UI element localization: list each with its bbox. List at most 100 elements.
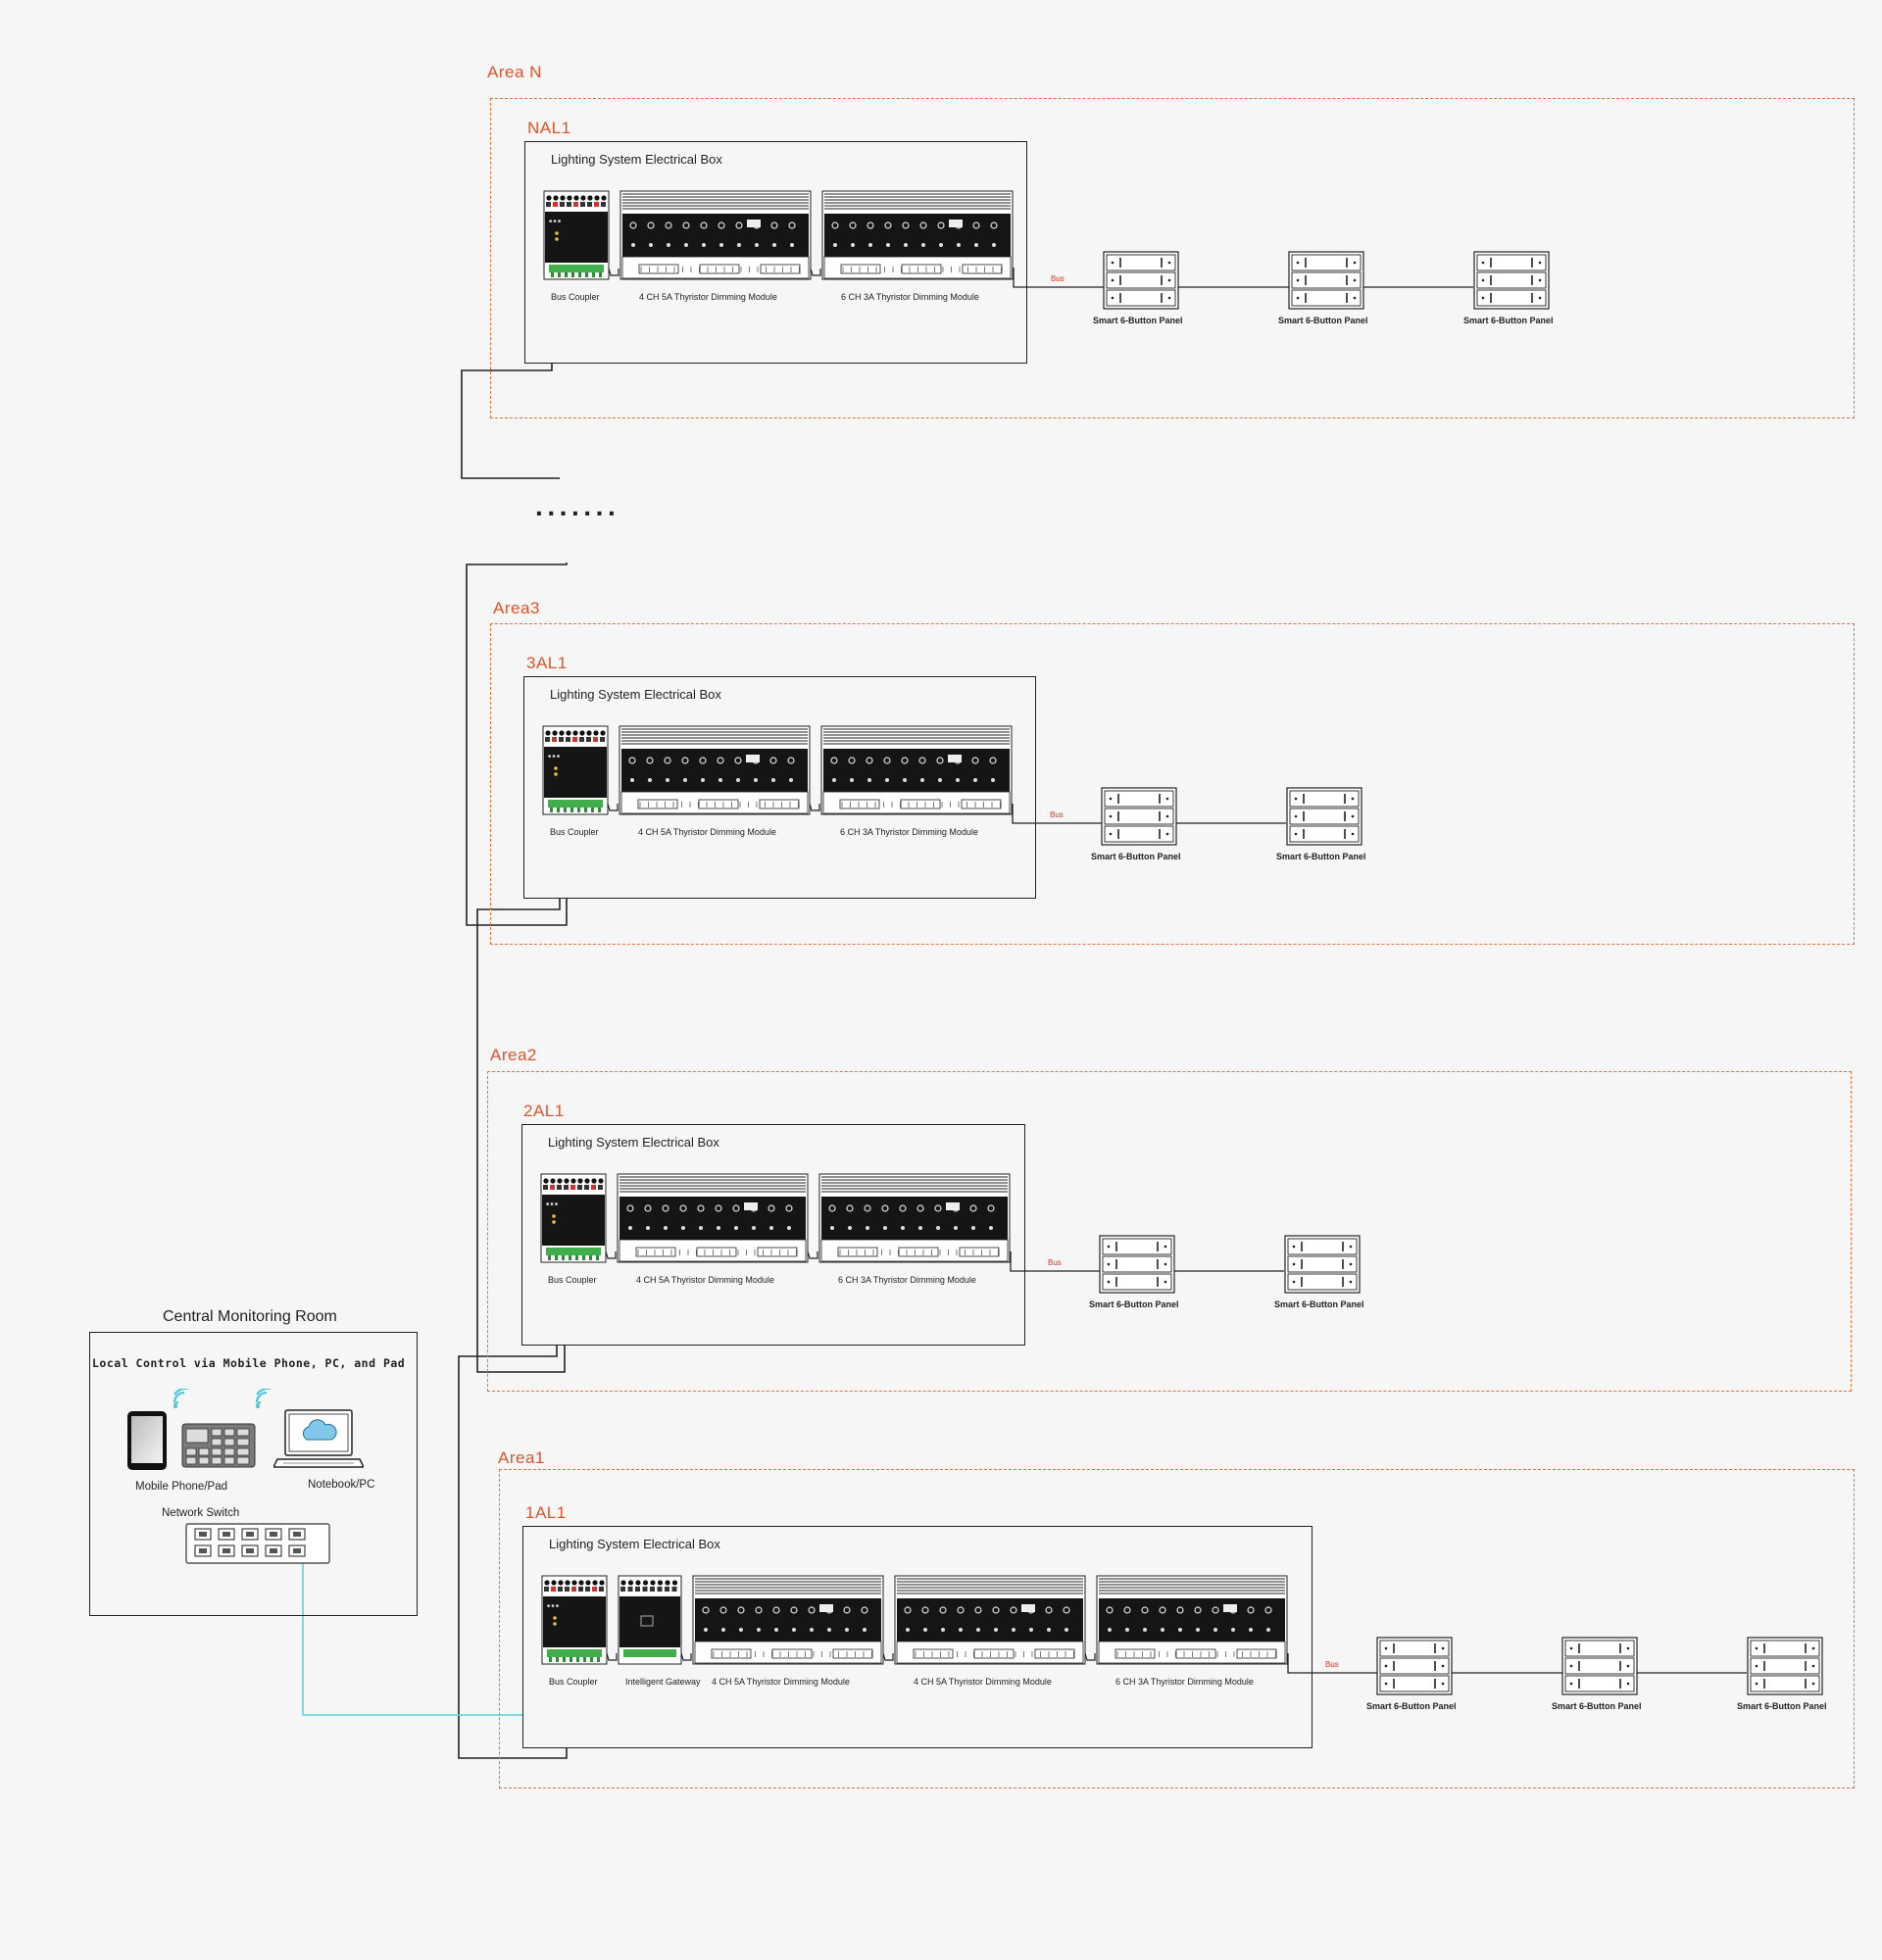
dimming-module (894, 1575, 1086, 1665)
module-link-line (808, 1250, 818, 1259)
module-label: 6 CH 3A Thyristor Dimming Module (838, 1275, 976, 1285)
bus-coupler-module: ■ ■ ■ (541, 1575, 608, 1665)
smart-panel-icon (1101, 787, 1177, 846)
area-label: Area2 (490, 1046, 537, 1064)
bus-coupler-module: ■ ■ ■ (540, 1173, 607, 1263)
bus-trunk-line (466, 563, 568, 926)
svg-text:■ ■ ■: ■ ■ ■ (549, 219, 561, 224)
svg-text:■ ■ ■: ■ ■ ■ (548, 754, 560, 760)
svg-text:■ ■ ■: ■ ■ ■ (546, 1201, 558, 1207)
dimming-module (692, 1575, 884, 1665)
dimming-module (818, 1173, 1011, 1263)
module-label: 4 CH 5A Thyristor Dimming Module (712, 1677, 850, 1687)
box-id-label: 3AL1 (526, 654, 568, 672)
panel-label: Smart 6-Button Panel (1274, 1299, 1364, 1309)
smart-panel-icon (1376, 1637, 1453, 1695)
module-label: Bus Coupler (551, 292, 600, 302)
dimming-module (1096, 1575, 1288, 1665)
area-frame (490, 623, 1855, 945)
switch-label: Network Switch (162, 1507, 240, 1519)
module-label: 6 CH 3A Thyristor Dimming Module (841, 292, 979, 302)
box-id-label: 1AL1 (525, 1503, 567, 1522)
notebook-label: Notebook/PC (308, 1479, 375, 1491)
module-link-line (609, 268, 619, 276)
keypad-panel-icon (181, 1423, 256, 1468)
panel-label: Smart 6-Button Panel (1093, 316, 1183, 325)
electrical-box-title: Lighting System Electrical Box (550, 687, 721, 702)
smart-panel-icon (1288, 251, 1364, 310)
bus-label: Bus (1050, 810, 1064, 819)
smart-panel-icon (1099, 1235, 1175, 1294)
bus-label: Bus (1325, 1660, 1339, 1669)
module-link-line (608, 803, 619, 811)
bus-coupler-module: ■ ■ ■ (543, 190, 610, 280)
dimming-module (820, 725, 1013, 815)
bus-line (1010, 1251, 1284, 1272)
module-label: 4 CH 5A Thyristor Dimming Module (636, 1275, 774, 1285)
module-link-line (810, 803, 820, 811)
area-frame (490, 98, 1855, 418)
laptop-icon (273, 1409, 364, 1468)
smart-panel-icon (1473, 251, 1550, 310)
dimming-module (617, 1173, 809, 1263)
panel-label: Smart 6-Button Panel (1552, 1701, 1642, 1711)
module-label: Bus Coupler (548, 1275, 597, 1285)
central-room-title: Central Monitoring Room (163, 1308, 337, 1325)
module-link-line (1085, 1652, 1096, 1661)
area-frame (499, 1469, 1855, 1788)
module-link-line (606, 1250, 617, 1259)
module-label: 4 CH 5A Thyristor Dimming Module (638, 827, 776, 837)
module-label: 4 CH 5A Thyristor Dimming Module (914, 1677, 1052, 1687)
continuation-marker: ······· (535, 498, 620, 528)
smart-panel-icon (1747, 1637, 1823, 1695)
bus-line (1012, 804, 1286, 824)
panel-label: Smart 6-Button Panel (1091, 852, 1181, 861)
module-label: 6 CH 3A Thyristor Dimming Module (1115, 1677, 1254, 1687)
smart-panel-icon (1284, 1235, 1361, 1294)
central-monitoring-room: Local Control via Mobile Phone, PC, and … (89, 1332, 418, 1616)
electrical-box-title: Lighting System Electrical Box (551, 152, 722, 167)
box-id-label: NAL1 (527, 119, 571, 137)
dimming-module (821, 190, 1014, 280)
area-frame (487, 1071, 1852, 1392)
electrical-box-title: Lighting System Electrical Box (548, 1135, 719, 1150)
bus-line (1013, 268, 1473, 288)
area-label: Area N (487, 63, 542, 81)
module-label: Intelligent Gateway (625, 1677, 701, 1687)
panel-label: Smart 6-Button Panel (1278, 316, 1368, 325)
smart-panel-icon (1286, 787, 1362, 846)
wifi-icon (255, 1389, 271, 1408)
area-label: Area1 (498, 1448, 545, 1467)
dimming-module (619, 190, 812, 280)
box-id-label: 2AL1 (523, 1102, 565, 1120)
module-link-line (883, 1652, 894, 1661)
bus-line (1287, 1653, 1747, 1674)
panel-label: Smart 6-Button Panel (1089, 1299, 1179, 1309)
tablet-icon (127, 1411, 167, 1470)
module-link-line (681, 1652, 692, 1661)
wifi-icon (173, 1389, 188, 1408)
electrical-box-title: Lighting System Electrical Box (549, 1537, 720, 1551)
module-link-line (811, 268, 821, 276)
panel-label: Smart 6-Button Panel (1276, 852, 1366, 861)
dimming-module (619, 725, 811, 815)
module-label: 4 CH 5A Thyristor Dimming Module (639, 292, 777, 302)
network-switch-icon (185, 1523, 330, 1564)
mobile-label: Mobile Phone/Pad (135, 1481, 227, 1493)
module-link-line (607, 1652, 618, 1661)
smart-panel-icon (1103, 251, 1179, 310)
panel-label: Smart 6-Button Panel (1463, 316, 1554, 325)
module-label: 6 CH 3A Thyristor Dimming Module (840, 827, 978, 837)
bus-label: Bus (1048, 1258, 1062, 1267)
bus-coupler-module: ■ ■ ■ (542, 725, 609, 815)
intelligent-gateway-module (618, 1575, 682, 1665)
module-label: Bus Coupler (549, 1677, 598, 1687)
svg-text:■ ■ ■: ■ ■ ■ (547, 1603, 559, 1609)
central-room-subtitle: Local Control via Mobile Phone, PC, and … (92, 1356, 406, 1370)
bus-label: Bus (1051, 274, 1065, 283)
panel-label: Smart 6-Button Panel (1737, 1701, 1827, 1711)
panel-label: Smart 6-Button Panel (1366, 1701, 1457, 1711)
smart-panel-icon (1561, 1637, 1638, 1695)
module-label: Bus Coupler (550, 827, 599, 837)
area-label: Area3 (493, 599, 540, 617)
